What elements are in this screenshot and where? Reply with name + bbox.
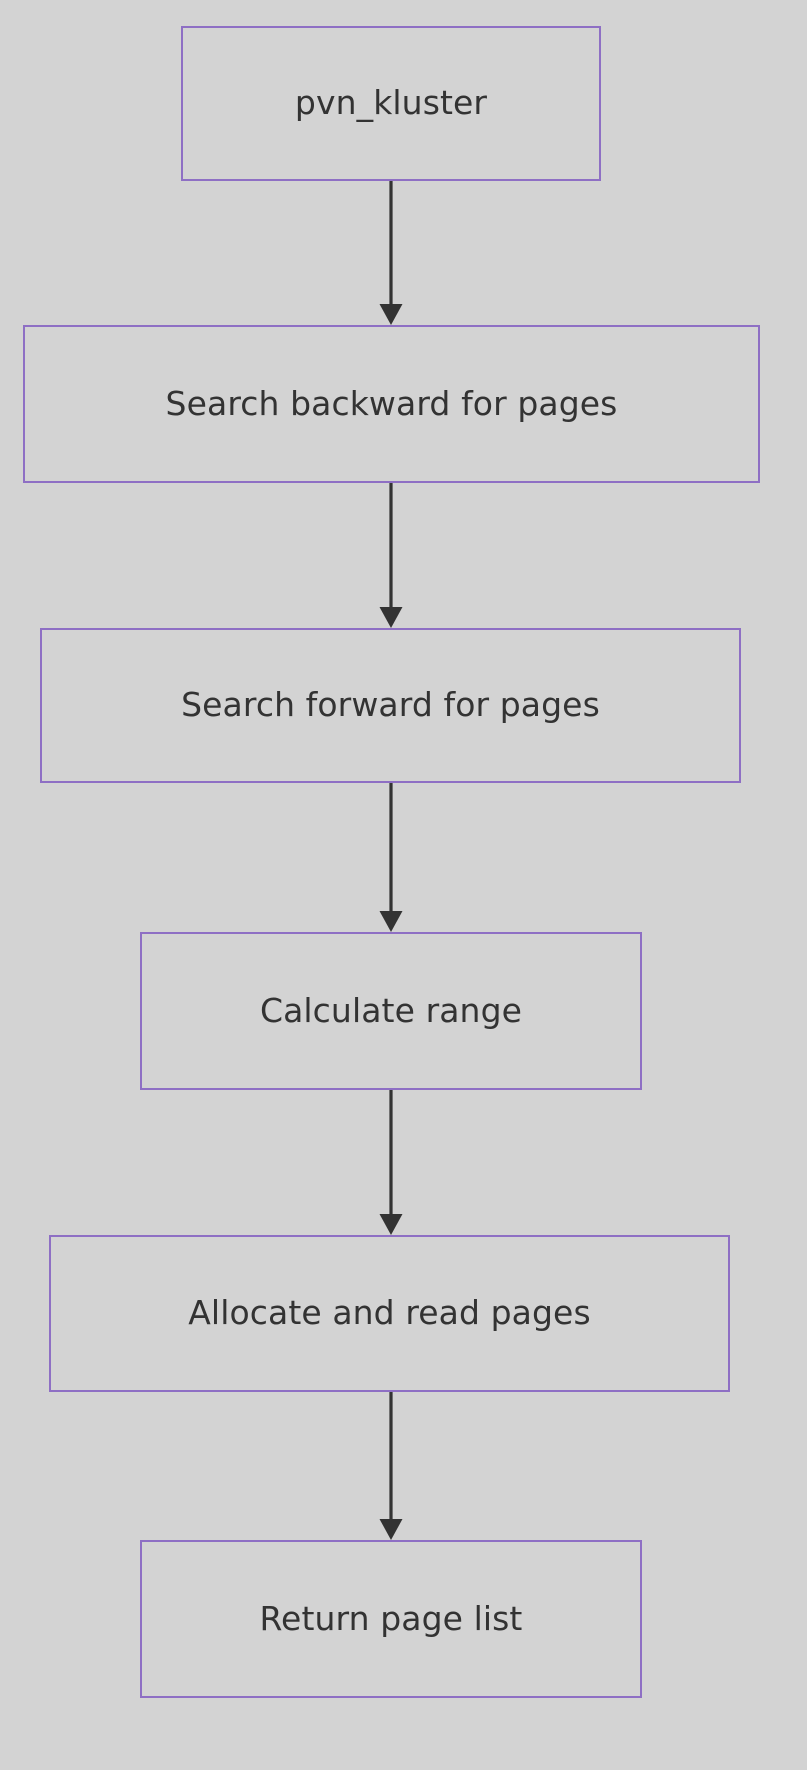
flow-node-label: Search forward for pages — [181, 685, 600, 725]
flow-node-n6[interactable]: Return page list — [140, 1540, 642, 1698]
flow-node-label: Return page list — [259, 1598, 523, 1638]
flow-node-label: Search backward for pages — [165, 383, 618, 423]
flow-edge — [379, 783, 403, 932]
flow-node-label: pvn_kluster — [294, 83, 488, 123]
arrowhead-icon — [379, 1519, 403, 1540]
flow-edge — [379, 1090, 403, 1235]
flow-node-n2[interactable]: Search backward for pages — [23, 325, 760, 483]
flow-edge — [379, 181, 403, 325]
arrowhead-icon — [379, 607, 403, 628]
arrowhead-icon — [379, 911, 403, 932]
flow-node-label: Allocate and read pages — [188, 1293, 591, 1333]
arrowhead-icon — [379, 304, 403, 325]
flow-node-label: Calculate range — [259, 990, 523, 1030]
flow-node-n1[interactable]: pvn_kluster — [181, 26, 601, 181]
arrowhead-icon — [379, 1214, 403, 1235]
flow-node-n4[interactable]: Calculate range — [140, 932, 642, 1090]
flow-edge — [379, 1392, 403, 1540]
flow-node-n3[interactable]: Search forward for pages — [40, 628, 741, 783]
flow-edge — [379, 483, 403, 628]
flow-node-n5[interactable]: Allocate and read pages — [49, 1235, 730, 1392]
